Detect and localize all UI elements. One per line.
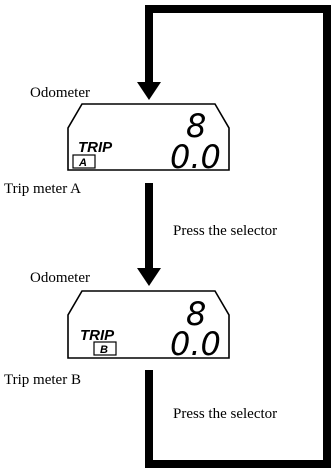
cycle-loop-line [145,5,331,468]
trip-badge-box-a [72,154,96,169]
odometer-digit-a: 8 [186,107,206,145]
selector-arrow-1-head [137,268,161,286]
display-panel-b: 8 TRIP B 0.0 [67,290,230,363]
press-selector-text-2: Press the selector [173,406,277,422]
odometer-label-a: Odometer [30,85,90,101]
trip-badge-a: A [78,157,87,169]
trip-value-b: 0.0 [170,325,221,363]
press-selector-text-1: Press the selector [173,223,277,239]
cycle-loop-arrowhead [137,82,161,100]
trip-meter-a-caption: Trip meter A [4,181,81,197]
odometer-label-b: Odometer [30,270,90,286]
display-frame-b [67,290,230,359]
display-panel-a: 8 TRIP A 0.0 [67,103,230,176]
trip-value-a: 0.0 [170,138,221,176]
trip-meter-b-caption: Trip meter B [4,372,81,388]
display-frame-a [67,103,230,171]
trip-label-a: TRIP [78,139,113,156]
trip-badge-box-b [93,341,117,356]
odometer-digit-b: 8 [186,295,206,333]
trip-badge-b: B [100,344,108,356]
trip-label-b: TRIP [80,327,115,344]
